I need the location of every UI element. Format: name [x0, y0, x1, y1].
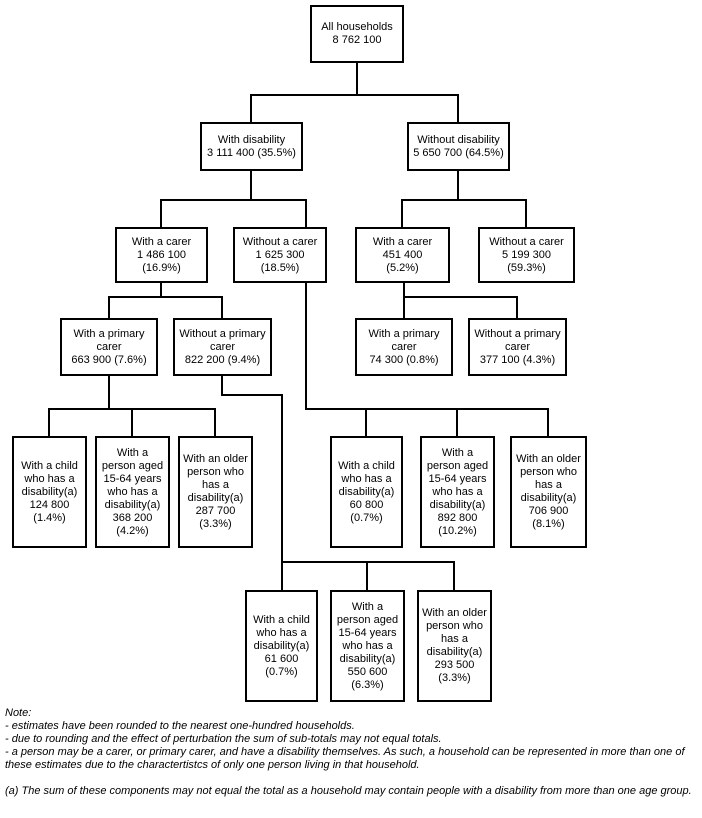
note-title: Note:: [5, 707, 32, 719]
connector-wd-nocarer-to-leaves: [305, 283, 549, 436]
node-value: 60 800: [349, 498, 384, 511]
node-label: With a child who has a disability(a): [338, 459, 395, 498]
node-percent: (5.2%): [386, 261, 419, 274]
node-label: All households: [321, 21, 393, 33]
node-percent: (0.7%): [350, 511, 383, 524]
node-label: With an older person who has a disabilit…: [516, 453, 581, 504]
connector-root-to-level2: [250, 63, 459, 122]
node-wd-without-carer: Without a carer 1 625 300 (18.5%): [233, 227, 327, 283]
node-label: With disability: [217, 133, 286, 146]
node-value: 287 700: [195, 505, 236, 517]
node-label: Without a primary carer: [179, 327, 266, 353]
node-percent: (10.2%): [438, 524, 477, 537]
node-primary-child-disability: With a child who has a disability(a) 124…: [12, 436, 87, 548]
node-percent: (6.3%): [351, 678, 384, 691]
node-with-disability: With disability 3 111 400 (35.5%): [200, 122, 303, 171]
node-label: Without disability: [417, 133, 500, 146]
node-wod-with-carer: With a carer 451 400 (5.2%): [355, 227, 450, 283]
node-primary-older-disability: With an older person who has a disabilit…: [178, 436, 253, 548]
node-value: 451 400: [382, 248, 423, 261]
connector-primarycarer-to-leaves: [48, 376, 216, 436]
node-label: With a carer: [372, 235, 433, 248]
node-value: 8 762 100: [332, 34, 382, 46]
notes-section: Note: - estimates have been rounded to t…: [5, 707, 698, 798]
node-percent: (3.3%): [438, 672, 471, 684]
node-wd-with-carer: With a carer 1 486 100 (16.9%): [115, 227, 208, 283]
node-value: 368 200: [112, 511, 153, 524]
node-wod-wc-with-primary-carer: With a primary carer 74 300 (0.8%): [355, 318, 453, 376]
node-value: 5 650 700 (64.5%): [413, 146, 504, 159]
connector-withoutdisability-to-carers: [401, 171, 527, 227]
node-label: With a child who has a disability(a): [253, 613, 310, 652]
node-wd-wc-with-primary-carer: With a primary carer 663 900 (7.6%): [60, 318, 158, 376]
node-nocarer-child-disability: With a child who has a disability(a) 60 …: [330, 436, 403, 548]
node-label: With a person aged 15-64 years who has a…: [426, 446, 489, 511]
node-value: 892 800: [437, 511, 478, 524]
connector-noprimarycarer-to-leaves: [221, 376, 455, 590]
node-wd-wc-without-primary-carer: Without a primary carer 822 200 (9.4%): [173, 318, 272, 376]
node-percent: (8.1%): [532, 518, 565, 530]
node-noprimary-aged-15-64-disability: With a person aged 15-64 years who has a…: [330, 590, 405, 702]
node-value: 293 500: [434, 659, 475, 671]
node-label: With a carer: [131, 235, 192, 248]
node-label: Without a carer: [242, 235, 318, 248]
connector-wd-carer-to-primary: [108, 283, 223, 318]
node-wod-wc-without-primary-carer: Without a primary carer 377 100 (4.3%): [468, 318, 567, 376]
node-value: 5 199 300: [502, 248, 551, 261]
node-value: 3 111 400 (35.5%): [207, 146, 296, 159]
node-label: With an older person who has a disabilit…: [422, 607, 487, 658]
node-nocarer-aged-15-64-disability: With a person aged 15-64 years who has a…: [420, 436, 495, 548]
node-value: 822 200 (9.4%): [184, 353, 261, 366]
note-line: - due to rounding and the effect of pert…: [5, 733, 442, 745]
node-label: With an older person who has a disabilit…: [183, 453, 248, 504]
node-value: 1 625 300: [255, 248, 305, 261]
node-percent: (18.5%): [260, 261, 300, 274]
node-percent: (16.9%): [142, 261, 181, 274]
node-value: 377 100 (4.3%): [479, 353, 556, 366]
node-primary-aged-15-64-disability: With a person aged 15-64 years who has a…: [95, 436, 170, 548]
node-percent: (59.3%): [507, 261, 546, 274]
node-label: Without a primary carer: [474, 327, 561, 353]
node-label: With a person aged 15-64 years who has a…: [101, 446, 164, 511]
node-nocarer-older-disability: With an older person who has a disabilit…: [510, 436, 587, 548]
node-value: 74 300 (0.8%): [369, 353, 439, 366]
note-line: - estimates have been rounded to the nea…: [5, 720, 355, 732]
node-percent: (0.7%): [265, 665, 298, 678]
note-line: - a person may be a carer, or primary ca…: [5, 746, 685, 771]
node-label: With a primary carer: [73, 327, 145, 353]
node-percent: (4.2%): [116, 524, 149, 537]
node-wod-without-carer: Without a carer 5 199 300 (59.3%): [478, 227, 575, 283]
node-without-disability: Without disability 5 650 700 (64.5%): [407, 122, 510, 171]
node-label: Without a carer: [489, 235, 564, 248]
node-all-households: All households 8 762 100: [310, 5, 404, 63]
node-percent: (3.3%): [199, 518, 232, 530]
node-label: With a child who has a disability(a): [21, 459, 78, 498]
node-label: With a primary carer: [368, 327, 440, 353]
node-noprimary-older-disability: With an older person who has a disabilit…: [417, 590, 492, 702]
node-value: 706 900: [528, 505, 569, 517]
node-value: 1 486 100: [137, 248, 186, 261]
node-noprimary-child-disability: With a child who has a disability(a) 61 …: [245, 590, 318, 702]
node-value: 550 600: [347, 665, 388, 678]
connector-wod-carer-to-primary: [403, 283, 518, 318]
node-label: With a person aged 15-64 years who has a…: [336, 600, 399, 665]
footnote: (a) The sum of these components may not …: [5, 785, 692, 797]
node-value: 61 600: [264, 652, 299, 665]
node-value: 663 900 (7.6%): [71, 353, 147, 366]
node-value: 124 800: [29, 498, 70, 511]
connector-withdisability-to-carers: [160, 171, 307, 227]
node-percent: (1.4%): [33, 511, 66, 524]
